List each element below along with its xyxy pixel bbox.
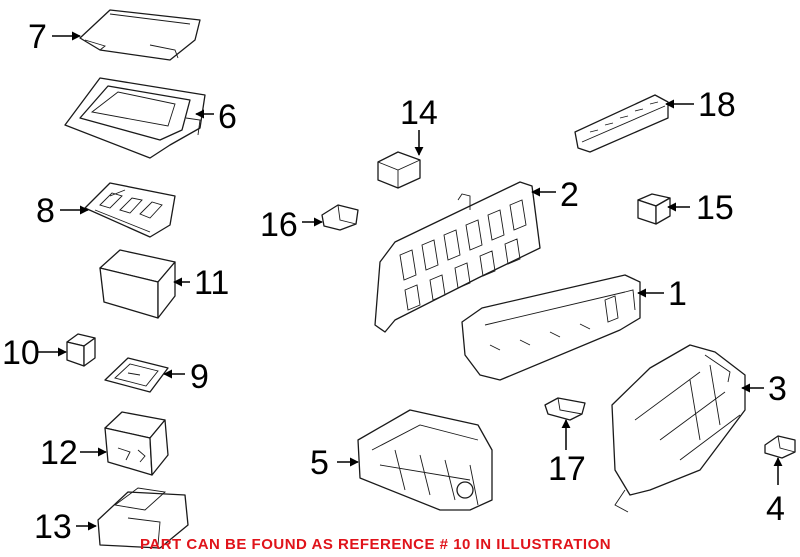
part-1-carrier[interactable] [461, 274, 641, 381]
part-16-connector[interactable] [321, 204, 359, 231]
part-12-holder[interactable] [104, 411, 169, 476]
callout-13: 13 [34, 508, 72, 546]
part-5-block[interactable] [357, 409, 493, 511]
part-10-mini-relay[interactable] [66, 333, 96, 367]
part-6-tray[interactable] [64, 77, 206, 159]
part-18-strip[interactable] [574, 94, 669, 153]
callout-14: 14 [400, 94, 438, 132]
part-7-cover[interactable] [79, 9, 201, 61]
part-3-housing[interactable] [611, 344, 746, 513]
leader-lines [38, 31, 783, 531]
part-8-relay-plate[interactable] [84, 182, 176, 238]
callout-12: 12 [40, 434, 78, 472]
callout-8: 8 [36, 192, 55, 230]
callout-18: 18 [698, 86, 736, 124]
part-13-bracket[interactable] [97, 487, 189, 549]
callout-5: 5 [310, 444, 329, 482]
callout-16: 16 [260, 206, 298, 244]
callout-3: 3 [768, 370, 787, 408]
callout-1: 1 [668, 275, 687, 313]
callout-2: 2 [560, 176, 579, 214]
part-2-panel[interactable] [374, 181, 541, 333]
callout-7: 7 [28, 18, 47, 56]
part-4-fuse[interactable] [764, 435, 796, 459]
part-17-fuse[interactable] [544, 397, 586, 421]
part-15-relay[interactable] [637, 193, 671, 225]
part-14-clip[interactable] [377, 151, 421, 189]
part-11-relay[interactable] [99, 249, 176, 319]
callout-11: 11 [194, 264, 229, 302]
callout-10: 10 [2, 334, 40, 372]
reference-note: PART CAN BE FOUND AS REFERENCE # 10 IN I… [140, 536, 611, 553]
callout-labels: 7 6 8 11 10 9 12 13 14 16 2 18 15 1 3 17… [2, 18, 787, 546]
callout-4: 4 [766, 490, 785, 528]
callout-17: 17 [548, 450, 586, 488]
callout-6: 6 [218, 98, 237, 136]
part-9-socket[interactable] [104, 357, 169, 393]
callout-9: 9 [190, 358, 209, 396]
callout-15: 15 [696, 189, 734, 227]
